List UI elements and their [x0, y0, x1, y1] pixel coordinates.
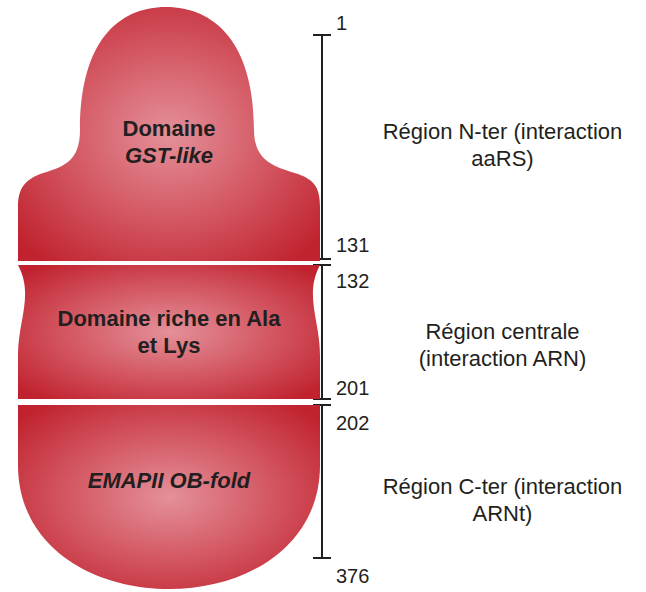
protein-domain: EMAPII OB-fold	[18, 405, 320, 589]
region-label: Région centrale (interaction ARN)	[375, 318, 630, 372]
domain-outline	[18, 7, 320, 261]
residue-number: 131	[336, 232, 396, 259]
domain-shape	[18, 265, 320, 399]
domain-text: DomaineGST-like	[39, 115, 299, 169]
residue-number: 132	[336, 268, 396, 295]
domain-name: EMAPII OB-fold	[84, 467, 254, 494]
residue-number: 202	[336, 410, 396, 437]
protein-domain: DomaineGST-like	[18, 2, 320, 261]
domain-shape	[18, 405, 320, 589]
residue-number: 1	[336, 10, 396, 37]
region-label: Région N-ter (interaction aaRS)	[375, 118, 630, 172]
domain-outline	[18, 265, 320, 399]
domain-text: EMAPII OB-fold	[84, 467, 254, 494]
domain-text: Domaine riche en Ala et Lys	[54, 305, 284, 359]
protein-domain: Domaine riche en Ala et Lys	[18, 265, 320, 399]
domain-outline	[18, 405, 320, 589]
domain-name: GST-like	[39, 142, 299, 169]
domain-name: Domaine	[39, 115, 299, 142]
region-label: Région C-ter (interaction ARNt)	[375, 473, 630, 527]
residue-number: 201	[336, 375, 396, 402]
residue-number: 376	[336, 563, 396, 590]
domain-name: Domaine riche en Ala et Lys	[54, 305, 284, 359]
